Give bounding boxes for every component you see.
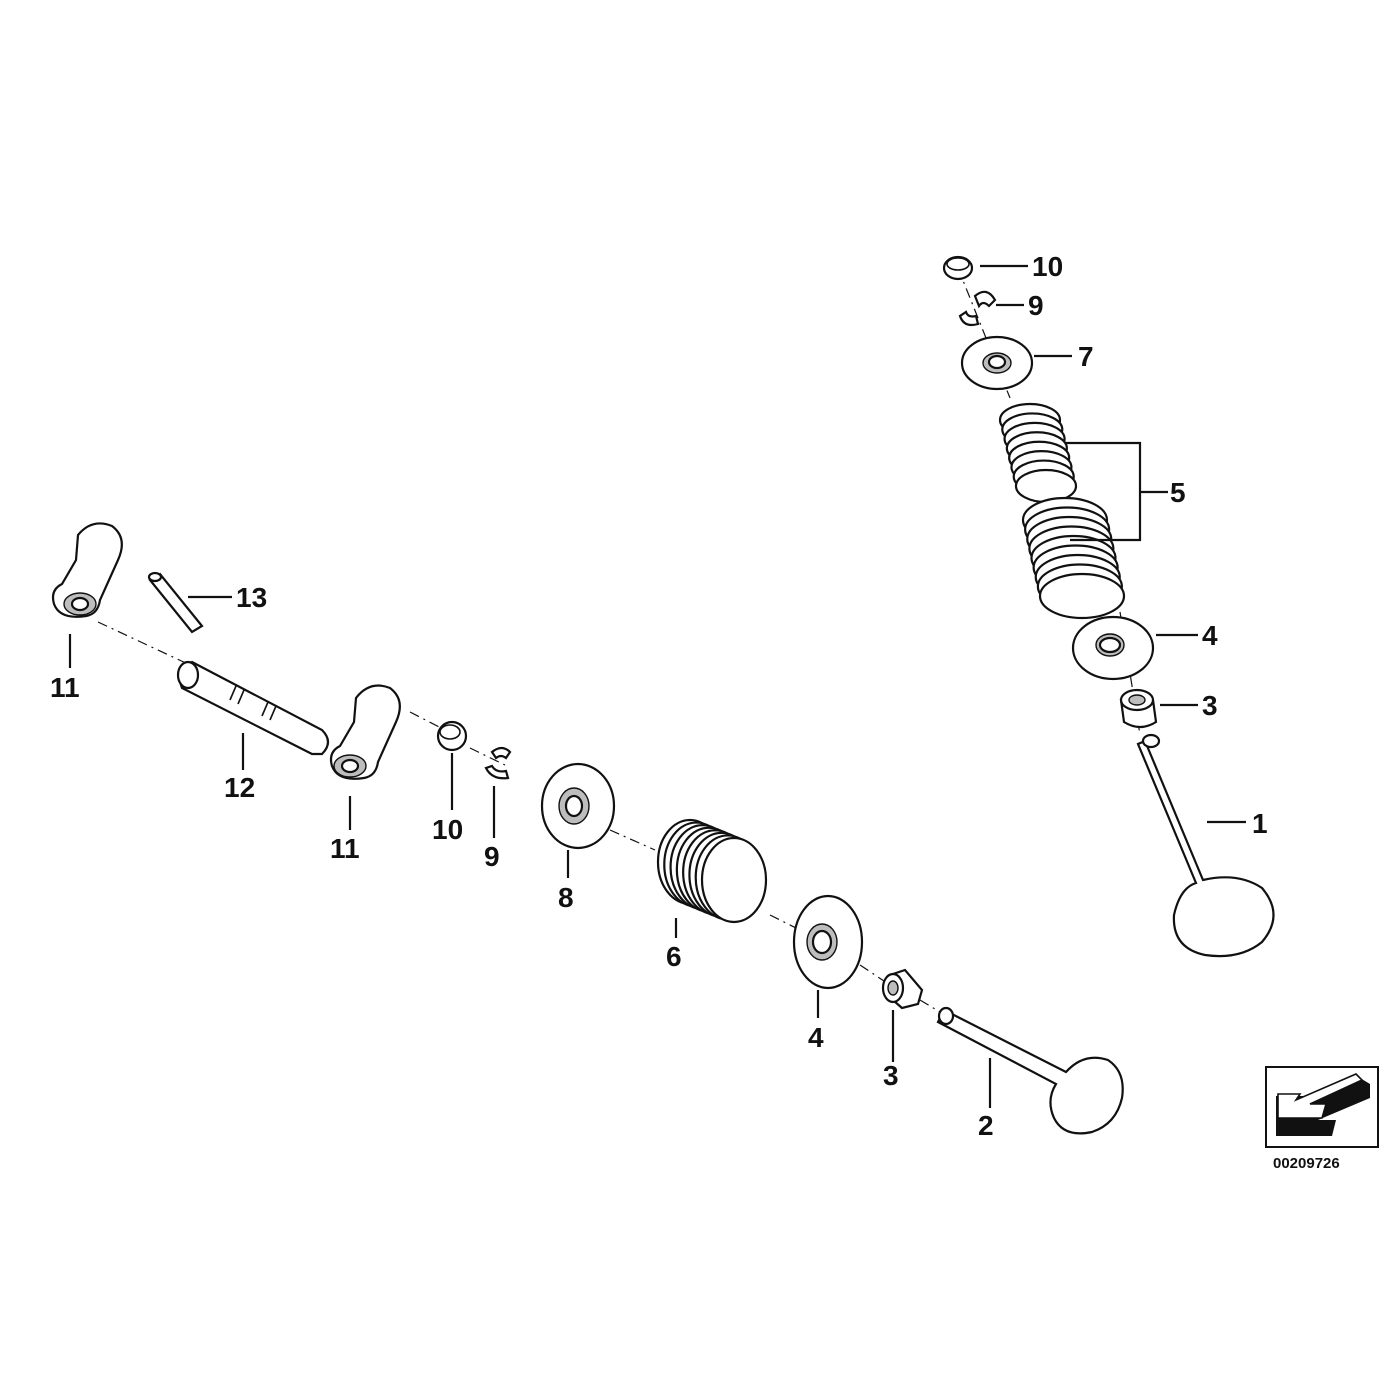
- rocker-shaft: [176, 660, 330, 756]
- lower-assembly-axis: [97, 621, 946, 1016]
- upper-valve-springs: [998, 402, 1126, 620]
- upper-valve-assembly: 10 9 7 5 4: [942, 251, 1275, 958]
- upper-spring-retainer: [960, 335, 1034, 391]
- callout-lower-11-left: 11: [50, 672, 80, 703]
- lower-valve: [936, 1006, 1124, 1135]
- callout-upper-10: 10: [1032, 251, 1063, 282]
- upper-retainer-cap: [942, 255, 974, 281]
- callout-lower-4: 4: [808, 1022, 824, 1053]
- lower-retainer-cap: [436, 720, 468, 752]
- upper-valve: [1136, 733, 1275, 958]
- rocker-arm-right: [329, 684, 401, 780]
- callout-lower-8: 8: [558, 882, 574, 913]
- lower-valve-assembly: 11 13 12 11 10: [50, 522, 1124, 1141]
- lower-spring-retainer: [540, 762, 616, 850]
- callout-upper-9: 9: [1028, 290, 1044, 321]
- callout-upper-4: 4: [1202, 620, 1218, 651]
- rocker-arm-left: [51, 522, 123, 618]
- callout-upper-7: 7: [1078, 341, 1094, 372]
- lower-spring-seat: [792, 894, 864, 990]
- callout-lower-10: 10: [432, 814, 463, 845]
- spring-coil: [700, 836, 768, 924]
- lower-valve-stem-seal: [881, 968, 924, 1010]
- callout-lower-2: 2: [978, 1110, 994, 1141]
- lower-valve-keeper: [484, 746, 512, 780]
- callout-lower-3: 3: [883, 1060, 899, 1091]
- callout-lower-13: 13: [236, 582, 267, 613]
- callout-lower-12: 12: [224, 772, 255, 803]
- upper-spring-seat: [1071, 615, 1155, 681]
- callout-lower-9: 9: [484, 841, 500, 872]
- callout-lower-6: 6: [666, 941, 682, 972]
- spring-coil: [1038, 572, 1126, 620]
- rocker-pin: [147, 571, 204, 634]
- callout-upper-5: 5: [1170, 477, 1186, 508]
- direction-arrow-icon: [1265, 1066, 1379, 1148]
- document-number: 00209726: [1273, 1155, 1340, 1172]
- callout-lower-11-right: 11: [330, 833, 360, 864]
- callout-upper-3: 3: [1202, 690, 1218, 721]
- callout-upper-1: 1: [1252, 808, 1268, 839]
- upper-valve-stem-seal: [1119, 688, 1158, 729]
- lower-valve-spring: [656, 818, 768, 924]
- upper-valve-keeper: [958, 290, 997, 327]
